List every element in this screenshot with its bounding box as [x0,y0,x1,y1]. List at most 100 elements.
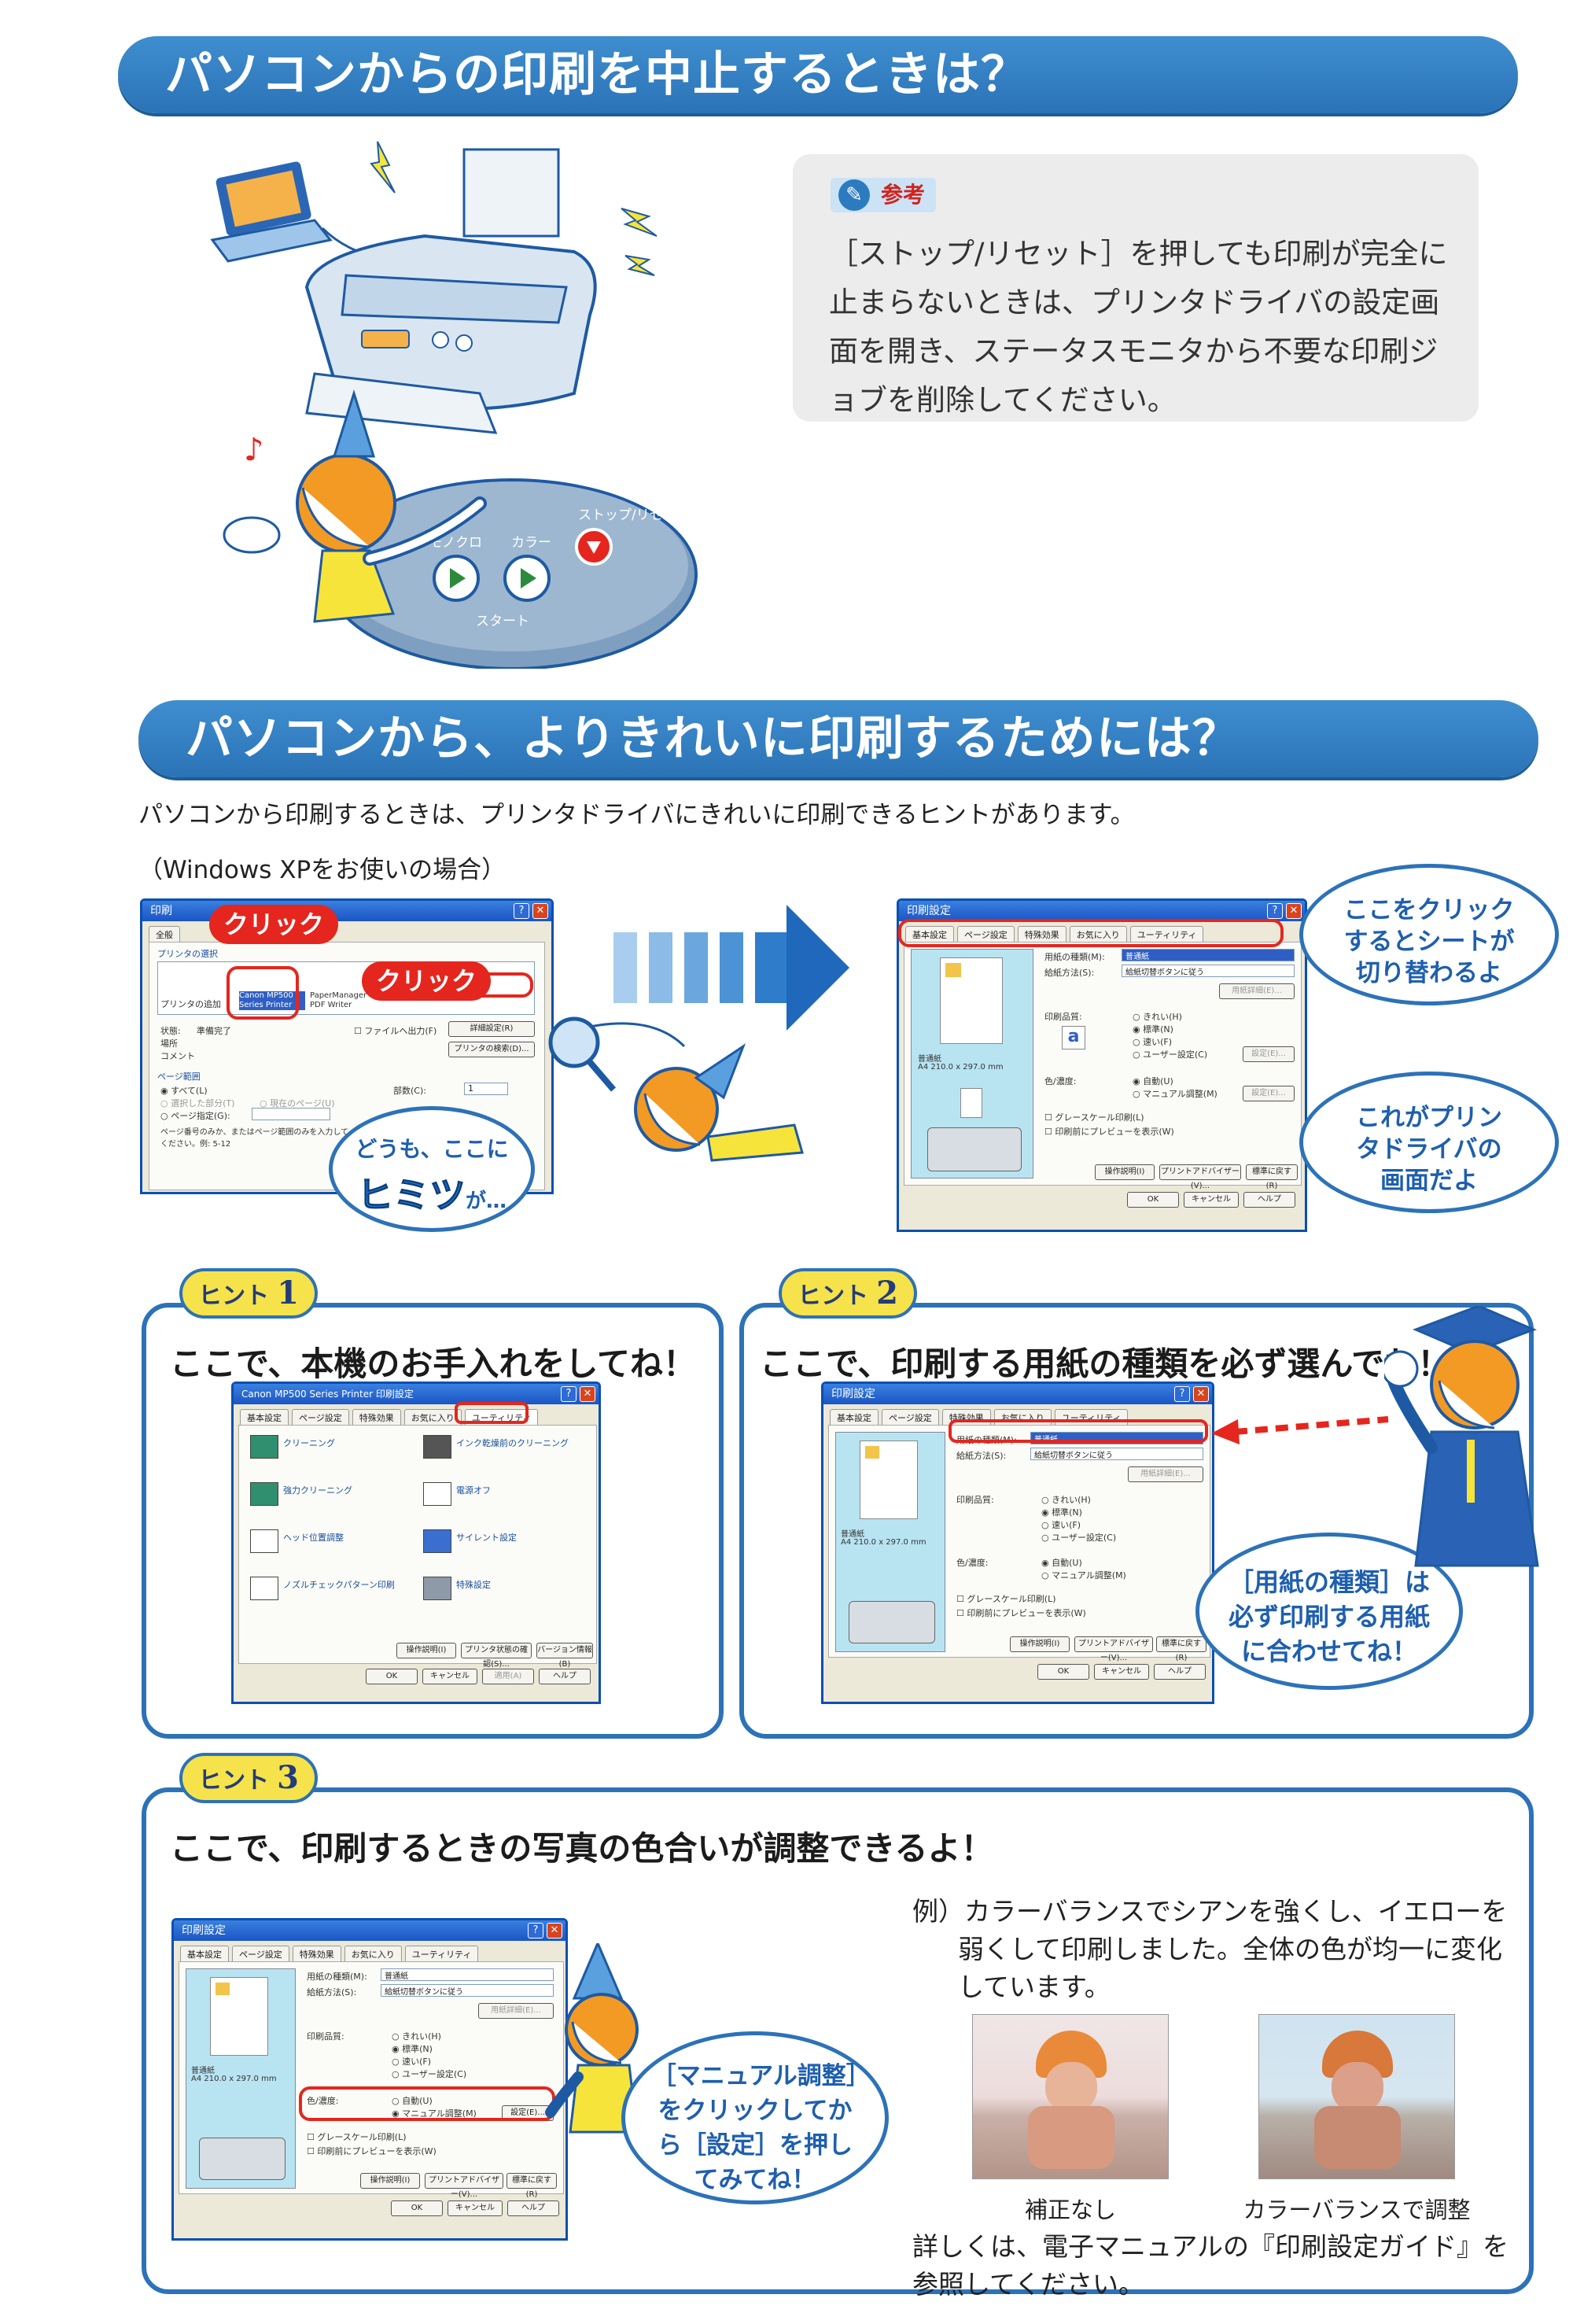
ok-button[interactable]: OK [391,2200,443,2216]
restore-defaults-button[interactable]: 標準に戻す(R) [1246,1164,1298,1190]
restore-defaults-button[interactable]: 標準に戻す(R) [1156,1636,1206,1662]
media-detail-button[interactable]: 用紙詳細(E)... [1219,983,1295,999]
tab-basic[interactable]: 基本設定 [905,926,954,943]
print-advisor-button[interactable]: プリントアドバイザー(V)... [425,2173,503,2199]
quality-custom[interactable]: ○ ユーザー設定(C) [392,2069,467,2079]
ok-button[interactable]: OK [1037,1664,1089,1680]
quality-standard[interactable]: ◉ 標準(N) [1133,1024,1173,1035]
detail-settings-button[interactable]: 詳細設定(R) [448,1021,535,1037]
close-icon[interactable]: ✕ [1193,1386,1209,1402]
help-icon[interactable]: ? [561,1386,577,1402]
help-icon[interactable]: ? [528,1923,543,1939]
util-instructions-button[interactable]: 操作説明(I) [396,1643,456,1658]
tab-basic[interactable]: 基本設定 [240,1409,289,1426]
cancel-button[interactable]: キャンセル [1094,1664,1149,1680]
quality-fast[interactable]: ○ 速い(F) [1041,1520,1081,1530]
feed-select[interactable]: 給紙切替ボタンに従う [1122,965,1295,977]
ok-button[interactable]: OK [1127,1192,1179,1208]
quality-standard[interactable]: ◉ 標準(N) [1041,1507,1082,1518]
quality-high[interactable]: ○ きれい(H) [1041,1495,1091,1505]
tab-effects[interactable]: 特殊効果 [1017,926,1066,943]
ok-button[interactable]: OK [366,1669,418,1684]
quality-high[interactable]: ○ きれい(H) [1133,1012,1182,1022]
color-auto[interactable]: ○ 自動(U) [392,2096,433,2106]
version-button[interactable]: バージョン情報(B) [536,1643,593,1669]
cancel-button[interactable]: キャンセル [448,2200,503,2216]
close-icon[interactable]: ✕ [1286,903,1302,919]
range-selection-radio[interactable]: ○ 選択した部分(T) [160,1098,235,1109]
color-auto[interactable]: ◉ 自動(U) [1041,1558,1082,1568]
tab-favorites[interactable]: お気に入り [344,1946,402,1962]
tab-page[interactable]: ページ設定 [232,1946,289,1962]
tab-utility[interactable]: ユーティリティ [1129,926,1204,943]
help-icon[interactable]: ? [1267,903,1283,919]
help-icon[interactable]: ? [514,903,529,919]
util-power-off[interactable]: 電源オフ [456,1485,491,1496]
printer-canon[interactable]: Canon MP500 Series Printer [239,991,305,1010]
instructions-button[interactable]: 操作説明(I) [1010,1636,1070,1652]
help-button[interactable]: ヘルプ [539,1669,591,1684]
printer-status-button[interactable]: プリンタ状態の確認(S)... [461,1643,532,1669]
range-pages-radio[interactable]: ○ ページ指定(G): [160,1111,230,1121]
media-detail-button[interactable]: 用紙詳細(E)... [478,2003,554,2019]
tab-page[interactable]: ページ設定 [957,926,1015,943]
close-icon[interactable]: ✕ [532,903,548,919]
quality-fast[interactable]: ○ 速い(F) [1133,1037,1173,1047]
print-to-file-checkbox[interactable]: ☐ ファイルへ出力(F) [354,1026,437,1036]
tab-effects[interactable]: 特殊効果 [292,1946,341,1962]
range-current-radio[interactable]: ○ 現在のページ(U) [260,1098,335,1109]
printer-pdf[interactable]: PaperManager PDF Writer [310,991,367,1009]
tab-favorites[interactable]: お気に入り [403,1409,462,1426]
apply-button[interactable]: 適用(A) [482,1669,534,1684]
help-button[interactable]: ヘルプ [1243,1192,1295,1208]
util-silent[interactable]: サイレント設定 [456,1533,517,1543]
range-all-radio[interactable]: ◉ すべて(L) [160,1086,208,1096]
print-advisor-button[interactable]: プリントアドバイザー(V)... [1074,1636,1153,1662]
tab-basic[interactable]: 基本設定 [830,1409,879,1426]
tab-general[interactable]: 全般 [149,926,180,943]
close-icon[interactable]: ✕ [547,1923,562,1939]
restore-defaults-button[interactable]: 標準に戻す(R) [507,2173,557,2199]
color-setting-button[interactable]: 設定(E)... [1243,1086,1295,1101]
tab-basic[interactable]: 基本設定 [180,1946,229,1962]
quality-standard[interactable]: ◉ 標準(N) [392,2044,433,2054]
tab-page[interactable]: ページ設定 [882,1409,939,1426]
color-manual[interactable]: ○ マニュアル調整(M) [1133,1089,1218,1099]
tab-utility[interactable]: ユーティリティ [404,1946,479,1962]
tab-page[interactable]: ページ設定 [292,1409,349,1426]
copies-input[interactable]: 1 [464,1083,508,1095]
grayscale-checkbox[interactable]: ☐ グレースケール印刷(L) [956,1594,1056,1604]
cancel-button[interactable]: キャンセル [1184,1192,1239,1208]
util-head-alignment[interactable]: ヘッド位置調整 [283,1533,344,1543]
util-nozzle-check[interactable]: ノズルチェックパターン印刷 [283,1580,395,1590]
preview-checkbox[interactable]: ☐ 印刷前にプレビューを表示(W) [956,1608,1086,1618]
util-cleaning[interactable]: クリーニング [283,1438,335,1448]
close-icon[interactable]: ✕ [580,1386,595,1402]
instructions-button[interactable]: 操作説明(I) [360,2173,420,2189]
util-special[interactable]: 特殊設定 [456,1580,491,1590]
find-printer-button[interactable]: プリンタの検索(D)... [448,1042,535,1057]
preview-checkbox[interactable]: ☐ 印刷前にプレビューを表示(W) [307,2146,437,2156]
media-select[interactable]: 普通紙 [381,1968,554,1981]
media-detail-button[interactable]: 用紙詳細(E)... [1128,1466,1203,1482]
util-deep-cleaning[interactable]: 強力クリーニング [283,1485,352,1496]
color-auto[interactable]: ◉ 自動(U) [1133,1076,1173,1086]
help-button[interactable]: ヘルプ [507,2200,559,2216]
color-manual[interactable]: ○ マニュアル調整(M) [1041,1570,1126,1581]
print-advisor-button[interactable]: プリントアドバイザー(V)... [1159,1164,1241,1190]
color-manual[interactable]: ◉ マニュアル調整(M) [392,2108,477,2119]
quality-custom[interactable]: ○ ユーザー設定(C) [1041,1533,1117,1543]
cancel-button[interactable]: キャンセル [422,1669,477,1684]
feed-select[interactable]: 給紙切替ボタンに従う [1030,1448,1203,1460]
quality-fast[interactable]: ○ 速い(F) [392,2057,432,2067]
printer-add[interactable]: プリンタの追加 [160,999,221,1009]
help-icon[interactable]: ? [1174,1386,1190,1402]
quality-custom[interactable]: ○ ユーザー設定(C) [1133,1049,1208,1060]
range-pages-input[interactable] [252,1108,330,1120]
util-ink-drying[interactable]: インク乾燥前のクリーニング [456,1438,569,1448]
help-button[interactable]: ヘルプ [1154,1664,1206,1680]
grayscale-checkbox[interactable]: ☐ グレースケール印刷(L) [307,2132,407,2142]
media-select[interactable]: 普通紙 [1122,949,1295,961]
feed-select[interactable]: 給紙切替ボタンに従う [381,1984,554,1997]
preview-checkbox[interactable]: ☐ 印刷前にプレビューを表示(W) [1044,1127,1174,1137]
